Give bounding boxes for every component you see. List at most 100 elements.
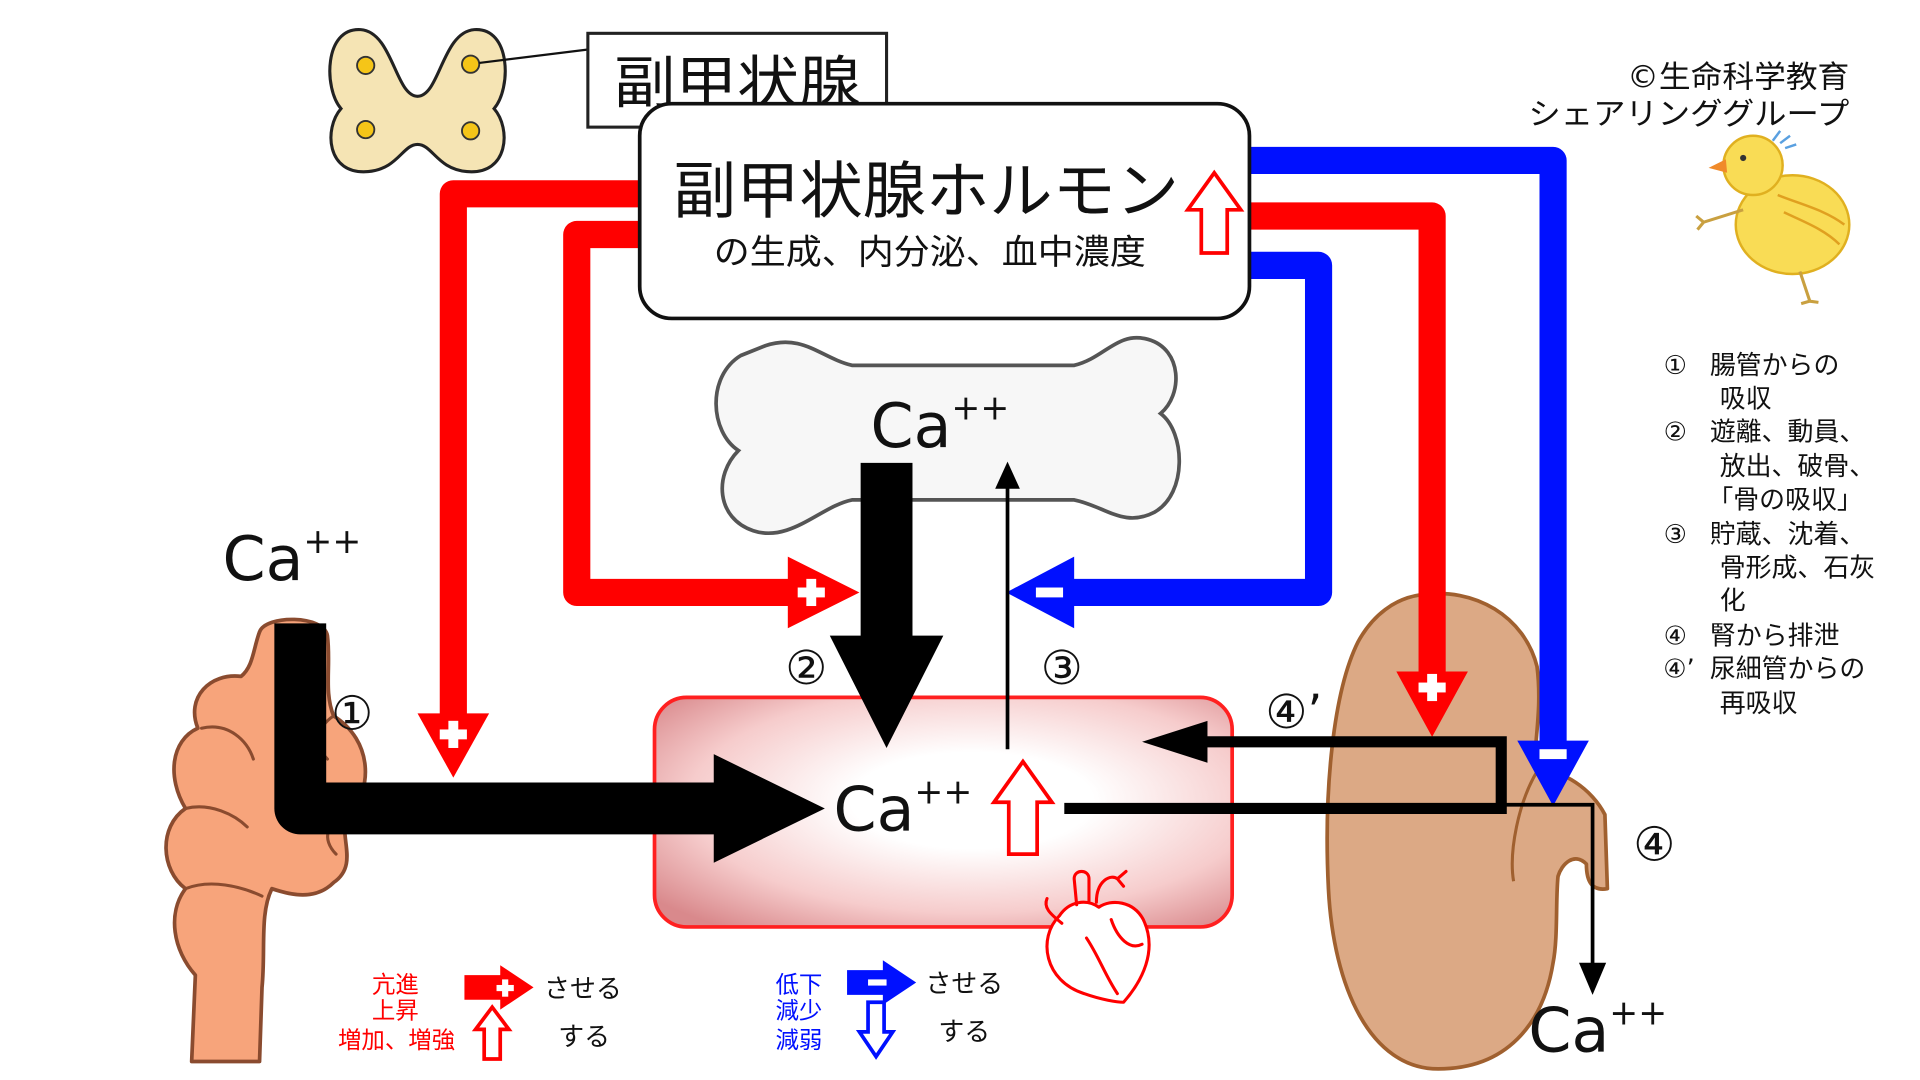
- calcium-label-urine: Ca++: [1528, 993, 1667, 1066]
- inhibit-arrowhead-bone: [1006, 556, 1075, 629]
- flow-shaft: [1501, 802, 1595, 966]
- minus-icon: [1035, 587, 1064, 598]
- legend-text: 化: [1720, 587, 1746, 617]
- credit-line-2: シェアリンググループ: [1528, 97, 1849, 133]
- legend-text: 骨形成、石灰: [1720, 553, 1875, 583]
- hormone-box-subtitle: の生成、内分泌、血中濃度: [714, 233, 1146, 273]
- flow-arrowhead: [713, 754, 825, 863]
- legend-number: ④: [1664, 621, 1687, 651]
- calcium-charge: ++: [1609, 993, 1667, 1033]
- hormone-box: 副甲状腺ホルモン の生成、内分泌、血中濃度: [637, 101, 1252, 321]
- legend-text: 「骨の吸収」: [1707, 486, 1862, 516]
- plus-icon: [496, 979, 514, 997]
- calcium-symbol: Ca: [833, 774, 914, 846]
- chick-leg: [1695, 208, 1744, 231]
- gland-outline: [328, 28, 507, 174]
- bone-outline: [714, 336, 1182, 535]
- key-decrease-term: 減少: [775, 996, 822, 1024]
- flow-shaft: [274, 623, 719, 835]
- calcium-symbol: Ca: [871, 390, 952, 462]
- legend-number: ③: [1664, 520, 1687, 550]
- bone-icon: [714, 336, 1182, 535]
- renal-excretion-flow-arrow: [1501, 802, 1607, 995]
- legend-text: 貯蔵、沈着、: [1710, 520, 1865, 550]
- absorption-flow-arrow: [274, 623, 825, 863]
- hollow-down-arrow-icon: [855, 1000, 897, 1060]
- flow-arrowhead: [1578, 962, 1607, 995]
- chick-head: [1722, 134, 1784, 197]
- parathyroid-gland-icon: [328, 28, 507, 174]
- hollow-up-arrow-icon: [990, 758, 1056, 856]
- hormone-box-title: 副甲状腺ホルモン: [673, 155, 1179, 227]
- legend-text: 腎から排泄: [1710, 621, 1840, 651]
- hormone-box-frame: [637, 101, 1252, 321]
- key-decrease-term: 減弱: [775, 1026, 822, 1054]
- chick-eye: [1740, 154, 1747, 162]
- key-decrease-cause: させる: [925, 969, 1003, 999]
- renal-reabsorption-flow-arrow: [1064, 720, 1507, 815]
- legend-number: ④’: [1663, 655, 1694, 685]
- bone-deposition-flow-arrow: [995, 461, 1020, 750]
- key-increase-term: 増加、増強: [338, 1026, 455, 1054]
- promote-bone-release-arrow: [563, 220, 793, 607]
- calcium-label-intestine: Ca++: [223, 522, 362, 595]
- credit-line-1: ©生命科学教育: [1627, 60, 1849, 96]
- intestine-fold: [183, 805, 249, 829]
- legend-text: 放出、破骨、: [1720, 452, 1875, 482]
- step-label-4-prime: ④’: [1265, 685, 1322, 740]
- legend-text: 遊離、動員、: [1710, 418, 1865, 448]
- key-increase-state: する: [558, 1022, 610, 1052]
- heart-aorta: [1072, 869, 1091, 907]
- key-increase-term: 亢進: [372, 970, 419, 998]
- minus-icon: [1539, 749, 1567, 760]
- key-increase: 亢進 上昇 増加、増強 させる する: [338, 965, 622, 1061]
- step-label-4: ④: [1633, 817, 1675, 872]
- calcium-label-bone: Ca++: [871, 389, 1010, 462]
- gland-dot: [461, 54, 481, 74]
- promote-kidney-reabsorption-arrow: [1246, 202, 1446, 677]
- plus-icon: [1418, 673, 1446, 702]
- legend-text: 腸管からの: [1710, 351, 1840, 381]
- calcium-charge: ++: [303, 522, 361, 562]
- intestine-fold: [183, 882, 264, 898]
- inhibit-kidney-excretion-arrow: [1246, 146, 1567, 744]
- chick-wing: [1777, 193, 1846, 246]
- gland-dot: [356, 55, 376, 75]
- heart-groove: [1084, 936, 1119, 996]
- hollow-up-arrow-icon: [471, 1004, 513, 1061]
- chick-illustration: [1695, 130, 1851, 306]
- minus-icon: [868, 979, 887, 986]
- step-label-2: ②: [785, 641, 827, 696]
- arrowhead: [1517, 740, 1589, 806]
- plus-icon: [797, 578, 825, 607]
- flow-arrowhead: [995, 461, 1020, 489]
- arrowhead: [1396, 671, 1468, 737]
- chick-leg: [1798, 271, 1819, 306]
- promote-arrowhead-bone: [787, 556, 860, 629]
- step-legend: ① 腸管からの 吸収 ② 遊離、動員、 放出、破骨、 「骨の吸収」 ③ 貯蔵、沈…: [1663, 351, 1875, 719]
- promote-arrowhead-kidney: [1396, 671, 1468, 737]
- plus-icon: [439, 720, 467, 748]
- gland-dot: [356, 120, 376, 140]
- flow-arrowhead: [1142, 720, 1208, 763]
- flow-shaft: [1064, 736, 1507, 815]
- heart-body: [1045, 900, 1151, 1004]
- key-decrease-state: する: [938, 1018, 990, 1048]
- calcium-symbol: Ca: [223, 523, 304, 595]
- promote-absorption-arrow: [439, 180, 643, 719]
- promote-arrow-icon: [464, 965, 534, 1010]
- chick-tuft: [1771, 130, 1797, 150]
- calcium-charge: ++: [914, 773, 972, 813]
- hollow-up-arrow-icon: [1184, 169, 1245, 255]
- key-decrease-term: 低下: [775, 970, 822, 998]
- gland-dot: [461, 121, 481, 141]
- key-increase-cause: させる: [544, 974, 622, 1004]
- heart-groove: [1109, 918, 1144, 948]
- heart-vessel: [1044, 897, 1064, 925]
- inhibit-arrow-icon: [847, 960, 917, 1005]
- calcium-charge: ++: [951, 389, 1009, 429]
- heart-vessel: [1094, 869, 1128, 904]
- key-increase-term: 上昇: [372, 996, 419, 1024]
- chick-body: [1734, 174, 1851, 276]
